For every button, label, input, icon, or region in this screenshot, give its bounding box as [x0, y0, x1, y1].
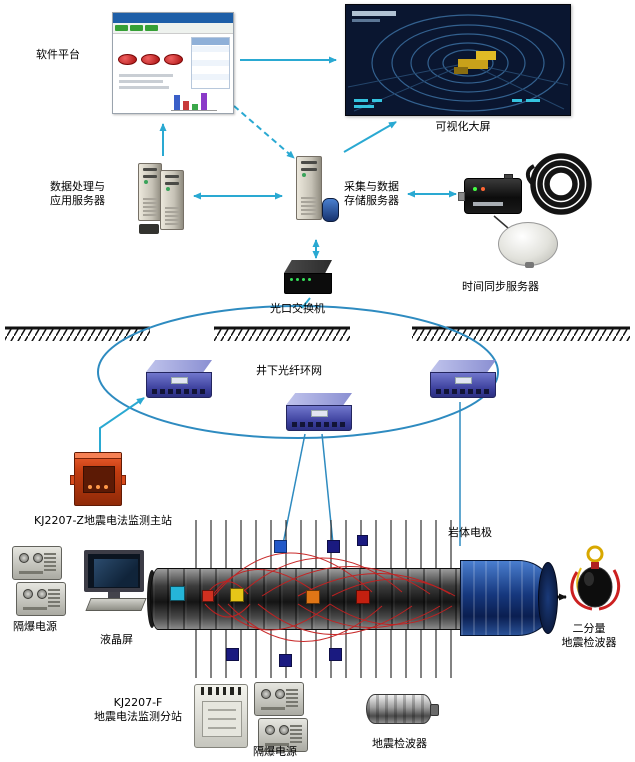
mini-button	[130, 25, 143, 31]
label-lcd-screen: 液晶屏	[100, 633, 133, 646]
monitor-screen	[84, 550, 144, 592]
label-substation: KJ2207-F 地震电法监测分站	[84, 696, 192, 724]
label-fiber-ring: 井下光纤环网	[256, 364, 322, 377]
mini-text-line	[119, 74, 173, 77]
mini-text-line	[119, 80, 163, 83]
electrode-cyan	[170, 586, 185, 601]
device-tag	[473, 202, 503, 206]
label-line: 数据处理与	[50, 180, 105, 193]
electrode-red-1	[202, 590, 214, 602]
substation-device	[194, 684, 248, 748]
gps-antenna-disc	[498, 222, 558, 268]
software-platform-screenshot	[112, 12, 234, 114]
mini-table	[191, 37, 230, 89]
label-data-server: 数据处理与 应用服务器	[50, 180, 105, 208]
mini-toolbar	[113, 23, 233, 34]
app-server-tower-1	[138, 163, 162, 221]
label-line: KJ2207-F	[113, 696, 163, 709]
app-server-keyboard	[139, 224, 159, 234]
coupler-bottom-navy-2	[279, 654, 292, 667]
borehole-right-cap	[538, 562, 558, 634]
visualization-screen	[345, 4, 571, 116]
explosion-proof-power-bottom-2	[258, 718, 308, 752]
coupler-top-navy-2	[357, 535, 368, 546]
fiber-ring-node-center	[286, 393, 352, 433]
label-line: 地震检波器	[561, 636, 617, 649]
keyboard	[85, 598, 147, 611]
main-station-device	[70, 452, 126, 506]
explosion-proof-power-left-1	[12, 546, 62, 580]
coupler-top-navy	[327, 540, 340, 553]
antenna-cable-coil	[525, 153, 592, 215]
app-server-tower-2	[160, 170, 184, 230]
coupler-top-blue	[274, 540, 287, 553]
label-two-component-geophone: 二分量 地震检波器	[546, 622, 632, 650]
led-green	[473, 187, 477, 191]
mini-button	[145, 25, 158, 31]
disc-connector	[525, 262, 534, 268]
geophone-connector	[430, 704, 439, 716]
label-geophone-bottom: 地震检波器	[372, 737, 427, 750]
label-time-sync-server: 时间同步服务器	[462, 280, 539, 293]
label-line: 存储服务器	[344, 194, 399, 207]
connector-stub	[458, 192, 465, 201]
label-line: 应用服务器	[50, 194, 105, 207]
status-oval	[118, 54, 137, 65]
antenna-port	[504, 174, 513, 179]
mini-titlebar	[113, 13, 233, 23]
label-collect-server: 采集与数据 存储服务器	[344, 180, 399, 208]
fiber-ring-node-left	[146, 360, 212, 400]
label-power-bottom: 隔爆电源	[253, 745, 297, 758]
substation-panel	[202, 701, 242, 737]
label-main-station: KJ2207-Z地震电法监测主站	[34, 514, 172, 527]
mount-ear	[70, 475, 75, 485]
status-oval	[141, 54, 160, 65]
mini-button	[115, 25, 128, 31]
explosion-proof-power-bottom-1	[254, 682, 304, 716]
label-line: 二分量	[572, 622, 606, 635]
status-oval	[164, 54, 183, 65]
antenna-link-line	[493, 215, 509, 229]
label-software-platform: 软件平台	[36, 48, 80, 61]
led-red	[481, 187, 485, 191]
lcd-monitor	[84, 550, 148, 630]
mini-content	[113, 34, 233, 112]
storage-server-tower	[296, 156, 322, 220]
label-line: 采集与数据	[344, 180, 399, 193]
explosion-proof-power-left-2	[16, 582, 66, 616]
electrode-red-2	[356, 590, 370, 604]
label-rock-electrode: 岩体电极	[448, 526, 492, 539]
time-sync-receiver	[458, 174, 522, 214]
electrode-orange	[306, 590, 320, 604]
monitor-stand	[108, 592, 120, 598]
electrode-yellow	[230, 588, 244, 602]
switch-front-face	[284, 273, 332, 294]
device-top	[75, 453, 121, 459]
label-big-screen: 可视化大屏	[435, 120, 491, 133]
optical-switch-device	[284, 260, 332, 296]
device-panel	[83, 466, 115, 493]
fiber-ring-node-right	[430, 360, 496, 400]
two-component-geophone	[564, 544, 626, 620]
mount-ear	[121, 475, 126, 485]
storage-server-disk	[322, 198, 339, 222]
label-power-left: 隔爆电源	[13, 620, 57, 633]
label-line: 地震电法监测分站	[94, 710, 182, 723]
mini-bar-chart	[171, 92, 217, 111]
coupler-bottom-navy-1	[226, 648, 239, 661]
ground-surface	[5, 326, 630, 341]
switch-top-face	[284, 260, 332, 273]
mini-text-line	[119, 86, 169, 89]
seismic-geophone	[366, 694, 439, 724]
terminal-row	[195, 685, 247, 695]
tunnel-render	[346, 5, 570, 115]
coupler-bottom-navy-3	[329, 648, 342, 661]
carabiner-icon	[586, 545, 604, 563]
label-optical-switch: 光口交换机	[270, 302, 325, 315]
